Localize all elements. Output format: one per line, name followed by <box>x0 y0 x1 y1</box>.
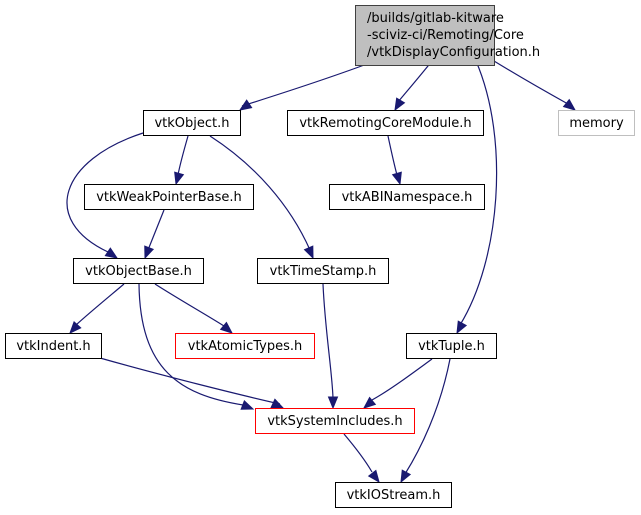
edge-vtkIndent-to-vtkSystemIncludes <box>99 357 281 405</box>
root-line-3: /vtkDisplayConfiguration.h <box>367 45 541 60</box>
arrowhead-vtkWeakPointerBase-to-vtkObjectBase <box>144 245 155 260</box>
arrowhead-vtkObjectBase-to-vtkAtomicTypes <box>219 321 234 334</box>
arrowhead-vtkTimeStamp-to-vtkSystemIncludes <box>327 396 339 410</box>
node-vtkABINamespace[interactable]: vtkABINamespace.h <box>329 184 485 210</box>
arrowhead-root-to-vtkRemotingCoreModule <box>394 97 406 112</box>
edge-root-to-vtkRemotingCoreModule <box>397 60 433 103</box>
node-vtkSystemIncludes: vtkSystemIncludes.h <box>255 408 415 434</box>
edge-vtkObject-to-vtkWeakPointerBase <box>177 135 189 176</box>
node-memory: memory <box>558 110 635 136</box>
node-vtkRemotingCoreModule[interactable]: vtkRemotingCoreModule.h <box>287 110 484 136</box>
node-vtkAtomicTypes: vtkAtomicTypes.h <box>175 333 315 359</box>
edge-vtkObjectBase-to-vtkIndent <box>75 283 125 326</box>
edge-root-to-vtkTuple <box>459 60 498 326</box>
edge-vtkSystemIncludes-to-vtkIOStream <box>343 433 373 473</box>
arrowhead-root-to-memory <box>562 98 577 111</box>
node-vtkTuple[interactable]: vtkTuple.h <box>406 333 497 359</box>
node-root-file: /builds/gitlab-kitware -sciviz-ci/Remoti… <box>355 5 540 66</box>
arrowhead-root-to-vtkObject <box>238 99 253 111</box>
edge-vtkWeakPointerBase-to-vtkObjectBase <box>147 209 165 251</box>
arrowhead-vtkObject-to-vtkWeakPointerBase <box>174 171 185 186</box>
arrowhead-vtkObject-to-vtkTimeStamp <box>303 245 314 260</box>
edge-root-to-vtkObject <box>241 60 376 107</box>
edge-vtkObjectBase-to-vtkSystemIncludes <box>138 283 244 406</box>
arrowhead-vtkIndent-to-vtkSystemIncludes <box>270 398 285 409</box>
edge-vtkObject-to-vtkObjectBase <box>66 132 144 253</box>
arrowhead-root-to-vtkTuple <box>456 320 468 335</box>
edge-root-to-memory <box>493 60 569 105</box>
node-vtkWeakPointerBase[interactable]: vtkWeakPointerBase.h <box>84 184 254 210</box>
edge-vtkObject-to-vtkTimeStamp <box>209 135 311 251</box>
arrowhead-vtkRemotingCoreModule-to-vtkABINamespace <box>391 171 402 186</box>
arrowhead-vtkSystemIncludes-to-vtkIOStream <box>367 469 380 484</box>
arrowhead-vtkTuple-to-vtkIOStream <box>400 469 412 484</box>
edge-vtkTuple-to-vtkSystemIncludes <box>371 358 433 401</box>
edge-vtkObjectBase-to-vtkAtomicTypes <box>154 283 225 327</box>
node-vtkObjectBase[interactable]: vtkObjectBase.h <box>73 258 204 284</box>
arrowhead-vtkObject-to-vtkObjectBase <box>104 247 119 259</box>
edge-vtkTimeStamp-to-vtkSystemIncludes <box>322 283 334 399</box>
edge-vtkTuple-to-vtkIOStream <box>404 358 451 475</box>
node-vtkIndent[interactable]: vtkIndent.h <box>5 333 102 359</box>
edge-vtkRemotingCoreModule-to-vtkABINamespace <box>387 135 398 176</box>
node-vtkTimeStamp[interactable]: vtkTimeStamp.h <box>257 258 389 284</box>
root-line-2: -sciviz-ci/Remoting/Core <box>367 28 524 43</box>
arrowhead-vtkTuple-to-vtkSystemIncludes <box>362 396 377 409</box>
root-line-1: /builds/gitlab-kitware <box>367 11 504 26</box>
node-vtkObject[interactable]: vtkObject.h <box>143 110 241 136</box>
arrowhead-vtkObjectBase-to-vtkIndent <box>69 320 82 334</box>
arrowhead-vtkObjectBase-to-vtkSystemIncludes <box>240 399 255 410</box>
node-vtkIOStream[interactable]: vtkIOStream.h <box>335 482 452 508</box>
